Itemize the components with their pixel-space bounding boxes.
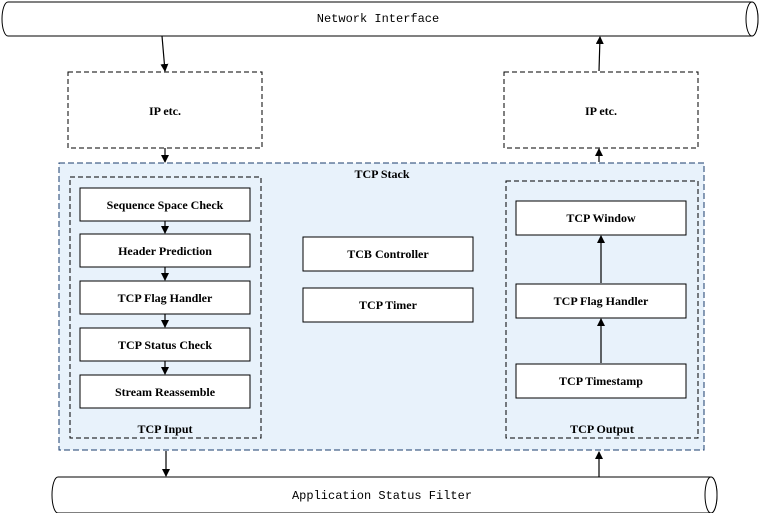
- network-interface-label: Network Interface: [317, 12, 439, 26]
- input-step-label: Stream Reassemble: [115, 385, 216, 399]
- input-step-tcp-status-check: TCP Status Check: [79, 327, 251, 362]
- ip-left-label: IP etc.: [149, 104, 181, 118]
- ip-right-label: IP etc.: [585, 104, 617, 118]
- output-step-tcp-flag-handler: TCP Flag Handler: [515, 283, 687, 319]
- tcb-controller-box: TCB Controller: [302, 236, 474, 272]
- network-interface-pipe: Network Interface: [1, 1, 759, 37]
- tcp-input-title: TCP Input: [137, 422, 192, 436]
- input-step-header-prediction: Header Prediction: [79, 233, 251, 268]
- flow-arrow-ip-to-network: [595, 36, 604, 72]
- output-step-label: TCP Timestamp: [559, 374, 643, 388]
- input-step-sequence-space-check: Sequence Space Check: [79, 187, 251, 222]
- application-status-filter-pipe: Application Status Filter: [51, 476, 718, 513]
- tcp-timer-box: TCP Timer: [302, 287, 474, 323]
- input-step-label: Sequence Space Check: [107, 198, 224, 212]
- application-status-filter-label: Application Status Filter: [292, 489, 472, 503]
- tcp-stack-title: TCP Stack: [354, 167, 409, 181]
- input-step-tcp-flag-handler: TCP Flag Handler: [79, 280, 251, 315]
- tcp-input-group: TCP Input Sequence Space Check Header Pr…: [69, 176, 262, 439]
- output-step-tcp-timestamp: TCP Timestamp: [515, 363, 687, 399]
- output-step-label: TCP Flag Handler: [554, 294, 649, 308]
- tcb-controller-label: TCB Controller: [347, 247, 429, 261]
- output-step-tcp-window: TCP Window: [515, 200, 687, 236]
- tcp-output-group: TCP Output TCP Window TCP Flag Handler T…: [505, 180, 699, 439]
- input-step-label: Header Prediction: [118, 244, 212, 258]
- input-step-stream-reassemble: Stream Reassemble: [79, 374, 251, 409]
- input-step-label: TCP Status Check: [118, 338, 212, 352]
- input-step-label: TCP Flag Handler: [118, 291, 213, 305]
- flow-arrow-network-to-ip: [160, 35, 169, 72]
- output-step-label: TCP Window: [566, 211, 636, 225]
- ip-box-left: IP etc.: [67, 71, 263, 149]
- tcp-timer-label: TCP Timer: [359, 298, 418, 312]
- ip-box-right: IP etc.: [503, 71, 699, 149]
- tcp-output-title: TCP Output: [570, 422, 634, 436]
